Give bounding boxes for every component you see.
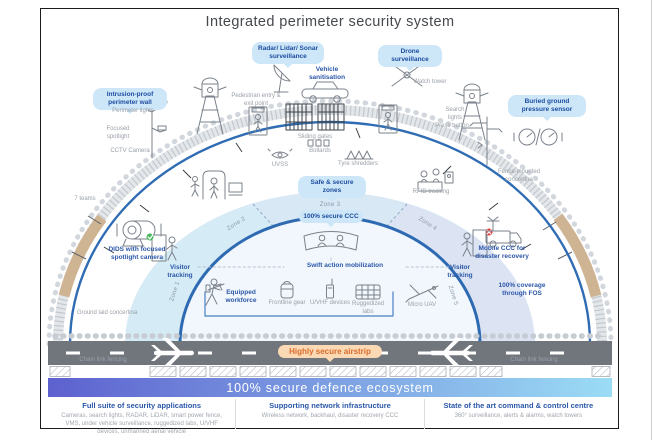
callout-intrusion-wall: Intrusion-proof perimeter wall bbox=[93, 88, 167, 114]
callout-secure-ccc: 100% secure CCC bbox=[299, 210, 363, 229]
ccc-console-icon bbox=[303, 231, 359, 251]
label-perimeter-lights: Perimeter lights bbox=[112, 108, 154, 114]
label-sliding-gates: Sliding gates bbox=[297, 134, 333, 140]
label-teams: 7 teams bbox=[74, 196, 96, 202]
swift-action-bracket bbox=[204, 291, 394, 317]
micro-uav-icon bbox=[405, 284, 439, 303]
footer-col-command-centre: State of the art command & control centr… bbox=[423, 399, 612, 429]
visitor-door-left-icon bbox=[146, 233, 178, 262]
label-focused-spotlight: Focused spotlight bbox=[106, 126, 130, 140]
footer-col-body: Wireless network, backhaul, disaster rec… bbox=[261, 412, 399, 419]
label-equipped-workforce: Equipped workforce bbox=[225, 289, 257, 305]
label-uvhf-devices: U/VHF devices bbox=[310, 300, 351, 306]
airplane-right-icon bbox=[430, 338, 473, 368]
callout-safe-zones: Safe & secure zones bbox=[298, 176, 366, 202]
soldier-icon bbox=[205, 278, 225, 306]
footer-col-title: Supporting network infrastructure bbox=[269, 401, 391, 410]
zone-3-label: Zone 3 bbox=[319, 202, 341, 208]
rfid-desk-icon bbox=[417, 168, 454, 192]
label-tyre-shredders: Tyre shredders bbox=[337, 161, 379, 167]
watch-tower-left-icon bbox=[193, 77, 227, 135]
page-title: Integrated perimeter security system bbox=[205, 14, 455, 30]
window-edge-line bbox=[651, 0, 652, 440]
footer-col-security-applications: Full suite of security applications Came… bbox=[48, 399, 235, 435]
pedestrian-gate-left-icon bbox=[248, 106, 268, 136]
label-vehicle-sanitisation: Vehicle sanitisation bbox=[308, 66, 346, 82]
label-pedestrian-gate: Pedestrian entry & exit point bbox=[231, 93, 281, 107]
zone-band bbox=[125, 192, 535, 344]
callout-drone: Drone surveillance bbox=[378, 45, 442, 71]
label-fence-concertina: Fence-mounted concertina bbox=[497, 169, 541, 183]
footer-col-title: State of the art command & control centr… bbox=[443, 401, 594, 410]
uvss-eye-icon bbox=[267, 148, 293, 159]
label-rfid-tracking: RFID tracking bbox=[412, 189, 450, 195]
label-frontline-gear: Frontline gear bbox=[268, 300, 306, 306]
footer-columns: Full suite of security applications Came… bbox=[48, 399, 612, 435]
gear-backpack-icon bbox=[280, 281, 294, 299]
rugged-case-icon bbox=[355, 284, 381, 300]
label-micro-uav: Micro UAV bbox=[407, 302, 437, 308]
label-uvss: UVSS bbox=[271, 162, 289, 168]
arc-tick-marks bbox=[103, 127, 532, 254]
callout-buried-sensor: Buried ground pressure sensor bbox=[508, 95, 586, 121]
label-ground-concertina: Ground laid concertina bbox=[76, 310, 138, 316]
label-dids-camera: DIDS with focused spotlight camera bbox=[108, 246, 166, 262]
mobile-ccc-truck-icon bbox=[485, 216, 522, 248]
label-coverage-fos: 100% coverage through FOS bbox=[498, 282, 546, 298]
label-visitor-tracking-right: Visitor tracking bbox=[447, 264, 473, 280]
radar-dish-icon bbox=[273, 64, 291, 93]
label-search-lights: Search lights bbox=[445, 107, 465, 121]
callout-radar: Radar/ Lidar/ Sonar surveillance bbox=[252, 42, 324, 68]
search-light-pole-icon bbox=[469, 116, 503, 166]
watch-tower-right-icon bbox=[455, 83, 489, 141]
bollards-icon bbox=[307, 139, 330, 147]
footer-col-network-infrastructure: Supporting network infrastructure Wirele… bbox=[235, 399, 423, 429]
swift-dashed-connectors bbox=[197, 257, 469, 268]
label-watch-tower: Watch tower bbox=[413, 79, 447, 85]
label-ruggedized-labs: Ruggedized labs bbox=[351, 301, 385, 315]
buried-sensor-icon bbox=[513, 128, 563, 146]
label-bollards: Bollards bbox=[309, 148, 331, 154]
tyre-shredder-icon bbox=[344, 150, 374, 160]
footer-col-title: Full suite of security applications bbox=[82, 401, 202, 410]
chain-link-strip bbox=[48, 365, 612, 378]
label-cctv-camera: CCTV Camera bbox=[110, 148, 150, 154]
dids-camera-icon bbox=[116, 220, 162, 247]
label-visitor-tracking-left: Visitor tracking bbox=[167, 264, 193, 280]
wall-segment-right bbox=[553, 213, 602, 298]
body-scanner-icon bbox=[190, 170, 243, 200]
label-mobile-ccc: Mobile CCC for disaster recovery bbox=[475, 245, 529, 261]
airplane-left-icon bbox=[151, 338, 194, 368]
footer-col-body: Cameras, search lights, RADAR, LiDAR, sm… bbox=[61, 412, 223, 436]
ecosystem-banner: 100% secure defence ecosystem bbox=[48, 378, 612, 397]
label-swift-action: Swift action mobilization bbox=[306, 262, 384, 269]
surveillance-drone-icon bbox=[391, 61, 423, 87]
sanitisation-car-icon bbox=[301, 81, 349, 103]
label-press-button: Press button bbox=[435, 123, 469, 129]
sliding-gates-icon bbox=[285, 103, 345, 131]
footer-col-body: 360° surveillance, alerts & alarms, watc… bbox=[454, 412, 583, 419]
label-chain-link-right: Chain link fencing bbox=[510, 357, 558, 363]
airstrip-pill: Highly secure airstrip bbox=[278, 345, 382, 362]
pedestrian-gate-right-icon bbox=[378, 104, 398, 134]
outer-concertina-arc bbox=[46, 98, 614, 347]
radio-handset-icon bbox=[326, 278, 334, 299]
label-chain-link-left: Chain link fencing bbox=[79, 357, 127, 363]
